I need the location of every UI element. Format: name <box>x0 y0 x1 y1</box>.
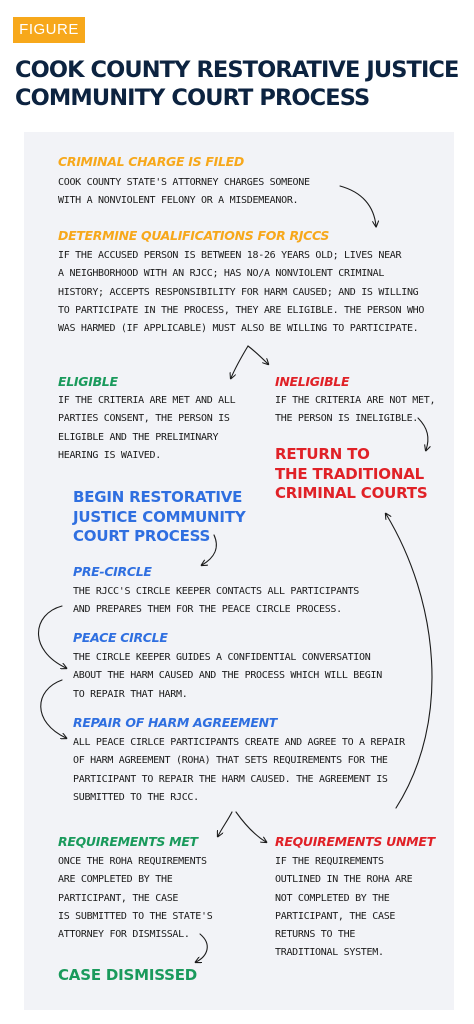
step-eligible-text: IF THE CRITERIA ARE MET AND ALL PARTIES … <box>58 395 236 461</box>
step-criminal-charge-heading: CRIMINAL CHARGE IS FILED <box>58 154 244 169</box>
step-peace-circle-heading: PEACE CIRCLE <box>73 630 168 645</box>
step-eligible-heading: ELIGIBLE <box>58 374 118 389</box>
return-traditional-courts: RETURN TO THE TRADITIONAL CRIMINAL COURT… <box>275 445 428 502</box>
arrow-to-requirements-unmet <box>235 811 266 842</box>
arrow-to-ineligible <box>247 345 268 364</box>
step-requirements-unmet-text: IF THE REQUIREMENTS OUTLINED IN THE ROHA… <box>275 856 413 959</box>
arrow-loop-peace-to-repair <box>40 679 66 738</box>
step-determine-heading: DETERMINE QUALIFICATIONS FOR RJCCS <box>58 228 330 243</box>
step-repair-text: ALL PEACE CIRLCE PARTICIPANTS CREATE AND… <box>73 737 405 803</box>
arrow-unmet-to-return <box>386 514 433 809</box>
step-requirements-met-heading: REQUIREMENTS MET <box>58 834 198 849</box>
step-determine-text: IF THE ACCUSED PERSON IS BETWEEN 18-26 Y… <box>58 250 425 335</box>
arrow-ineligible-to-return <box>417 417 428 450</box>
step-requirements-met-text: ONCE THE ROHA REQUIREMENTS ARE COMPLETED… <box>58 856 213 941</box>
step-pre-circle-heading: PRE-CIRCLE <box>73 564 152 579</box>
step-criminal-charge-text: COOK COUNTY STATE'S ATTORNEY CHARGES SOM… <box>58 177 310 207</box>
arrow-to-requirements-met <box>218 811 233 836</box>
begin-process-heading: BEGIN RESTORATIVE JUSTICE COMMUNITY COUR… <box>73 488 246 545</box>
step-peace-circle-text: THE CIRCLE KEEPER GUIDES A CONFIDENTIAL … <box>73 652 382 700</box>
step-repair-heading: REPAIR OF HARM AGREEMENT <box>73 715 277 730</box>
step-ineligible-heading: INELIGIBLE <box>275 374 350 389</box>
step-requirements-unmet-heading: REQUIREMENTS UNMET <box>275 834 435 849</box>
flowchart-panel <box>24 132 454 1010</box>
arrow-charge-to-determine <box>339 185 376 226</box>
arrow-begin-to-precircle <box>202 534 217 565</box>
case-dismissed: CASE DISMISSED <box>58 966 198 984</box>
page-title: COOK COUNTY RESTORATIVE JUSTICE COMMUNIT… <box>15 57 459 111</box>
step-ineligible-text: IF THE CRITERIA ARE NOT MET, THE PERSON … <box>275 395 436 425</box>
figure-label: FIGURE 1 <box>13 17 85 64</box>
arrow-loop-precircle-to-peace <box>38 605 67 668</box>
arrow-to-eligible <box>231 345 249 378</box>
arrow-met-to-dismissed <box>196 933 208 962</box>
step-pre-circle-text: THE RJCC'S CIRCLE KEEPER CONTACTS ALL PA… <box>73 586 360 616</box>
